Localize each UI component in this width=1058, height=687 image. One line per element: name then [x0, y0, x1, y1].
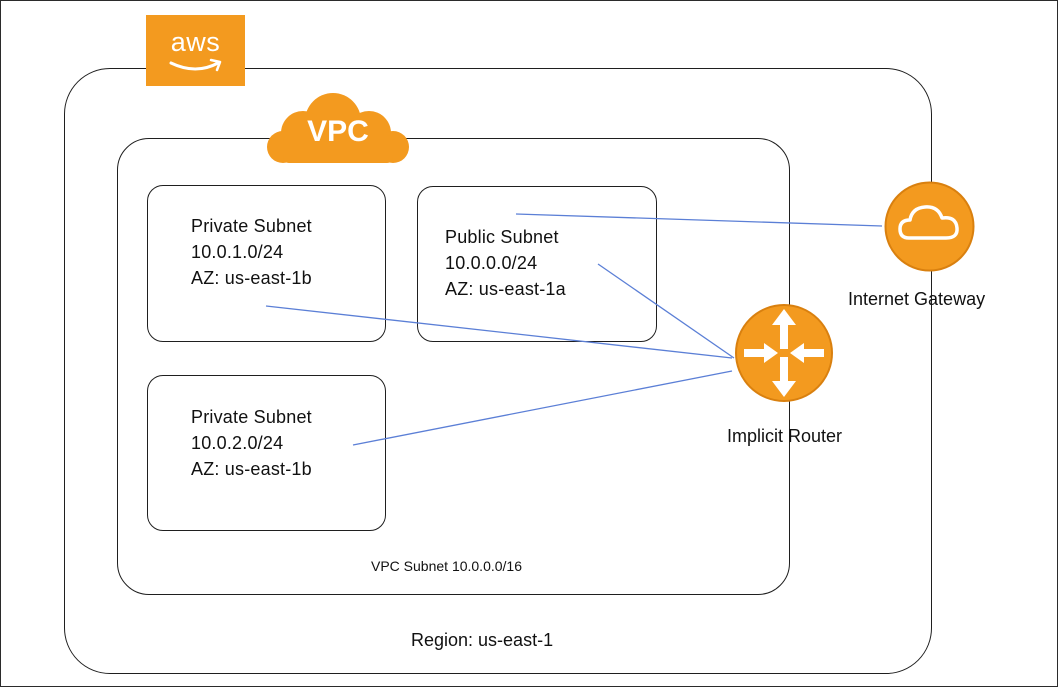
region-label: Region: us-east-1	[411, 630, 554, 650]
vpc-badge-label: VPC	[307, 115, 369, 148]
subnet-az: AZ: us-east-1b	[191, 459, 312, 479]
subnet-az: AZ: us-east-1b	[191, 268, 312, 288]
subnet-name: Private Subnet	[191, 216, 312, 236]
private-subnet-2-box	[147, 375, 386, 531]
private-subnet-2-text: Private Subnet 10.0.2.0/24 AZ: us-east-1…	[191, 404, 312, 482]
internet-gateway-label: Internet Gateway	[848, 289, 986, 309]
subnet-cidr: 10.0.2.0/24	[191, 433, 284, 453]
implicit-router-label: Implicit Router	[727, 426, 843, 446]
aws-logo: aws	[146, 15, 245, 86]
public-subnet-box	[417, 186, 657, 342]
subnet-az: AZ: us-east-1a	[445, 279, 566, 299]
subnet-cidr: 10.0.0.0/24	[445, 253, 538, 273]
connector-public-to-igw	[515, 213, 883, 227]
connector-private2-to-router	[352, 370, 733, 446]
subnet-name: Public Subnet	[445, 227, 559, 247]
aws-smile-icon	[169, 58, 222, 72]
connector-private1-to-router	[265, 305, 733, 359]
vpc-cidr-label: VPC Subnet 10.0.0.0/16	[371, 558, 522, 574]
vpc-cloud-icon	[267, 93, 409, 163]
connector-public-to-router	[597, 263, 735, 359]
aws-logo-text: aws	[170, 27, 221, 57]
private-subnet-1-text: Private Subnet 10.0.1.0/24 AZ: us-east-1…	[191, 213, 312, 291]
private-subnet-1-box	[147, 185, 386, 342]
router-icon	[735, 304, 833, 402]
subnet-cidr: 10.0.1.0/24	[191, 242, 284, 262]
subnet-name: Private Subnet	[191, 407, 312, 427]
internet-gateway-cloud-icon	[884, 181, 975, 272]
public-subnet-text: Public Subnet 10.0.0.0/24 AZ: us-east-1a	[445, 224, 566, 302]
